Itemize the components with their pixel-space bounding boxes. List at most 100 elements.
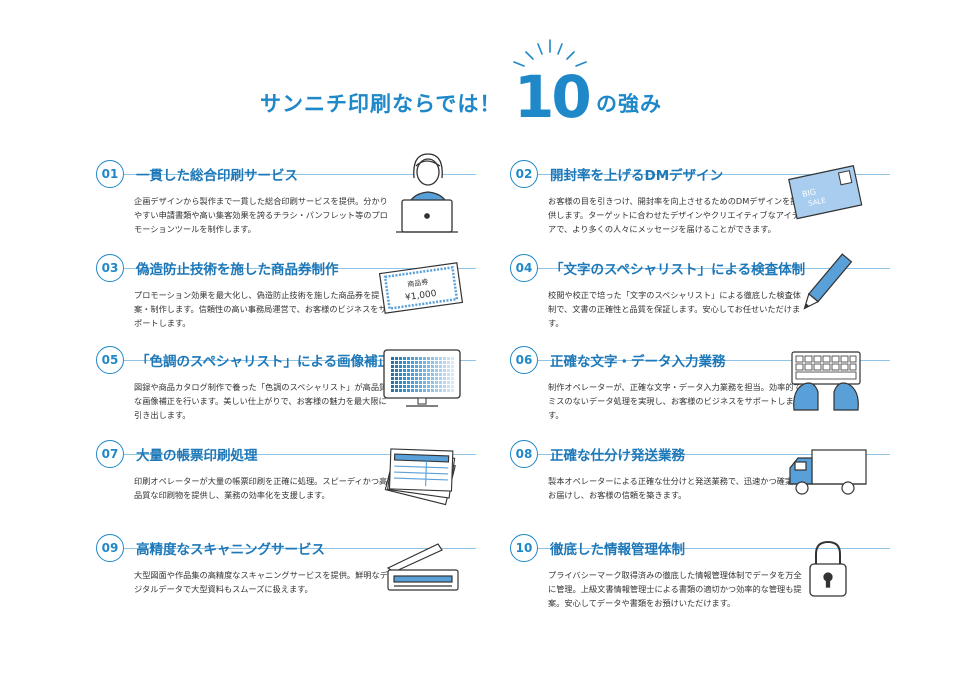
monitor-pixel [403,381,406,384]
monitor-pixel [427,369,430,372]
monitor-pixel [427,365,430,368]
strength-item-06: 06 正確な文字・データ入力業務 制作オペレーターが、正確な文字・データ入力業務… [510,346,890,420]
monitor-pixel [391,389,394,392]
monitor-pixel [451,377,454,380]
monitor-pixel [403,389,406,392]
strength-item-02: 02 開封率を上げるDMデザイン お客様の目を引きつけ、開封率を向上させるための… [510,160,890,234]
sparkle-burst-icon [513,39,587,67]
item-number-badge: 01 [96,160,124,188]
monitor-pixel [399,389,402,392]
item-title: 高精度なスキャニングサービス [136,542,325,558]
item-number-badge: 04 [510,254,538,282]
monitor-pixel [391,361,394,364]
monitor-pixel [435,361,438,364]
monitor-pixel [443,369,446,372]
item-number-badge: 05 [96,346,124,374]
monitor-pixel [443,389,446,392]
strength-item-07: 07 大量の帳票印刷処理 印刷オペレーターが大量の帳票印刷を正確に処理。スピーデ… [96,440,476,500]
divider [538,268,890,269]
keyboard-typing-icon [791,351,861,411]
monitor-pixel [407,365,410,368]
divider [124,454,476,455]
monitor-pixel [403,385,406,388]
monitor-pixel [447,365,450,368]
monitor-pixel [427,373,430,376]
monitor-pixel [395,369,398,372]
monitor-pixel [451,365,454,368]
monitor-pixel [415,377,418,380]
monitor-pixel [443,377,446,380]
item-title: 開封率を上げるDMデザイン [550,168,724,184]
monitor-pixel [423,357,426,360]
monitor-pixel [447,385,450,388]
monitor-pixel [403,357,406,360]
item-description: 制作オペレーターが、正確な文字・データ入力業務を担当。効率的でミスのないデータ処… [548,382,802,420]
monitor-pixel [407,381,410,384]
item-number-badge: 08 [510,440,538,468]
item-number-badge: 02 [510,160,538,188]
business-forms-icon [384,448,456,506]
item-description: 校閲や校正で培った「文字のスペシャリスト」による徹底した検査体制で、文書の正確性… [548,290,801,328]
monitor-pixel [439,381,442,384]
heading-prefix: サンニチ印刷ならでは！ [260,92,502,116]
monitor-pixel [431,365,434,368]
monitor-pixel [431,385,434,388]
monitor-pixel [399,357,402,360]
item-description: 大型図面や作品集の高精度なスキャニングサービスを提供。鮮明なデジタルデータで大型… [134,570,388,594]
monitor-pixel [439,361,442,364]
monitor-pixel [399,381,402,384]
monitor-pixel [415,381,418,384]
strength-item-01: 01 一貫した総合印刷サービス 企画デザインから製作まで一貫した総合印刷サービス… [96,160,476,234]
monitor-pixel [411,389,414,392]
divider [538,360,890,361]
voucher-label-text: 商品券 [407,277,429,289]
monitor-pixel [427,357,430,360]
monitor-pixel [391,369,394,372]
monitor-pixel [431,389,434,392]
item-number-badge: 07 [96,440,124,468]
monitor-pixel [439,389,442,392]
voucher-amount-text: ¥1,000 [405,289,438,303]
monitor-pixel [411,381,414,384]
monitor-pixel [435,385,438,388]
monitor-pixel [395,385,398,388]
monitor-pixel [431,361,434,364]
monitor-pixel [403,377,406,380]
monitor-pixel [451,389,454,392]
monitor-pixel [403,361,406,364]
monitor-pixel [447,361,450,364]
monitor-pixel [443,385,446,388]
heading-number: 10 [514,63,592,131]
monitor-pixel [419,365,422,368]
item-title: 徹底した情報管理体制 [550,542,685,558]
monitor-pixel [427,381,430,384]
monitor-pixel [407,377,410,380]
monitor-pixel [435,381,438,384]
monitor-pixel [419,389,422,392]
monitor-pixel [411,385,414,388]
monitor-pixel [431,373,434,376]
monitor-pixel [391,385,394,388]
monitor-pixel [399,373,402,376]
strength-item-09: 09 高精度なスキャニングサービス 大型図面や作品集の高精度なスキャニングサービ… [96,534,476,594]
monitor-pixel [407,373,410,376]
monitor-pixel [447,373,450,376]
monitor-pixel [411,365,414,368]
item-number-badge: 10 [510,534,538,562]
monitor-pixel [411,377,414,380]
heading: サンニチ印刷ならでは！ 10 の強み [0,0,964,150]
monitor-pixel [419,361,422,364]
monitor-pixel [411,361,414,364]
monitor-pixel [423,369,426,372]
monitor-pixel [391,377,394,380]
postcard-sale-text: SALE [807,196,826,208]
monitor-pixel [439,373,442,376]
monitor-pixel [395,365,398,368]
item-title: 大量の帳票印刷処理 [136,448,258,464]
monitor-pixel [399,361,402,364]
monitor-pixel [391,381,394,384]
monitor-pixel [395,381,398,384]
monitor-pixel [419,377,422,380]
item-description: 印刷オペレーターが大量の帳票印刷を正確に処理。スピーディかつ高品質な印刷物を提供… [134,476,388,500]
strength-item-10: 10 徹底した情報管理体制 プライバシーマーク取得済みの徹底した情報管理体制でデ… [510,534,890,608]
